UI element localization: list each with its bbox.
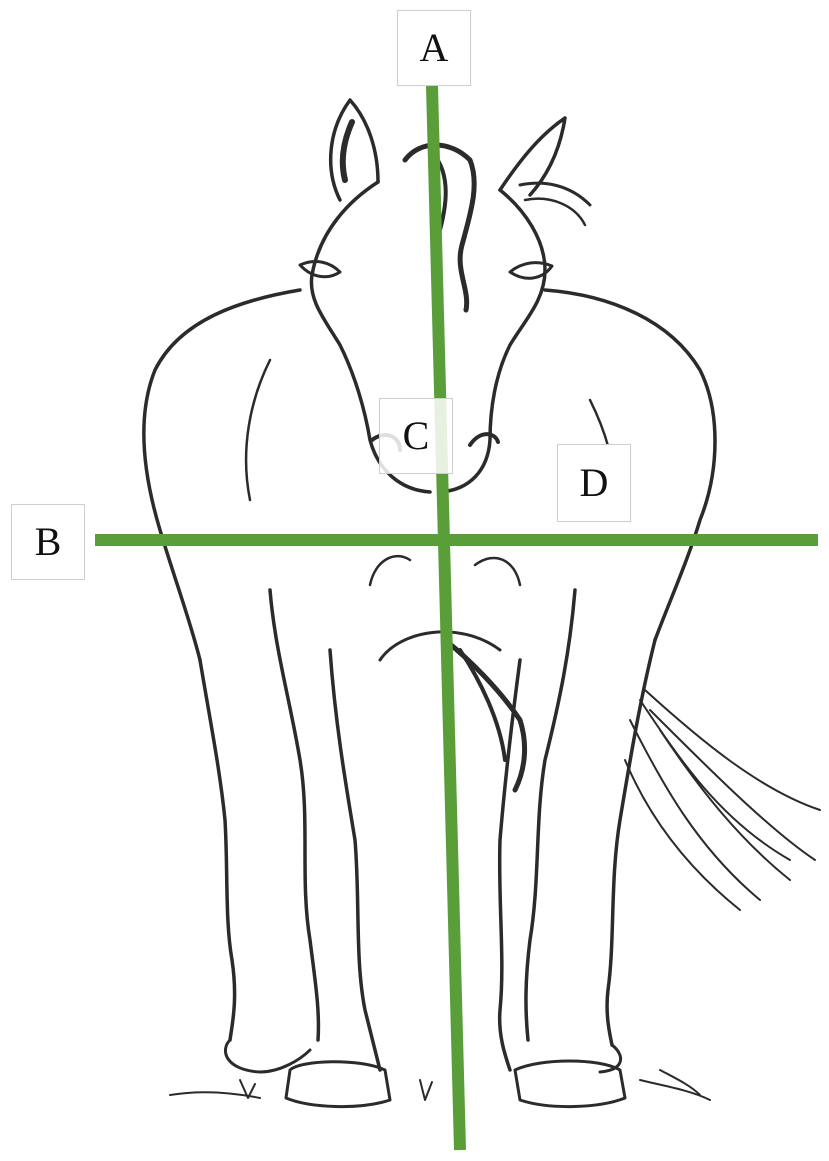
left-leg-inner <box>270 590 318 1040</box>
label-b: B <box>11 504 85 580</box>
right-fetlock <box>600 1045 621 1072</box>
shoulder-left <box>246 360 270 500</box>
left-eye <box>300 261 340 276</box>
label-d: D <box>557 444 631 522</box>
label-a: A <box>397 10 471 86</box>
tail <box>625 690 820 910</box>
head-right <box>440 190 545 492</box>
left-leg-back <box>330 650 380 1070</box>
left-hoof <box>286 1062 390 1107</box>
right-leg-back <box>500 660 520 1070</box>
left-leg-outer <box>200 660 235 1040</box>
ground-grass <box>170 1070 710 1100</box>
left-ear-inner <box>343 122 352 180</box>
tail-between-legs-2 <box>460 650 505 760</box>
chest-right <box>475 558 520 585</box>
horse-sketch <box>144 100 820 1107</box>
right-hoof <box>515 1061 625 1107</box>
right-leg-inner <box>526 590 575 1040</box>
belly-arch <box>380 632 500 660</box>
right-nostril <box>470 434 498 445</box>
body-left <box>144 290 300 660</box>
label-c: C <box>379 398 453 474</box>
right-leg-outer <box>607 640 655 1045</box>
chest-left <box>370 556 410 585</box>
mane-wisp-2 <box>525 199 585 225</box>
vertical-axis-line <box>432 86 460 1150</box>
